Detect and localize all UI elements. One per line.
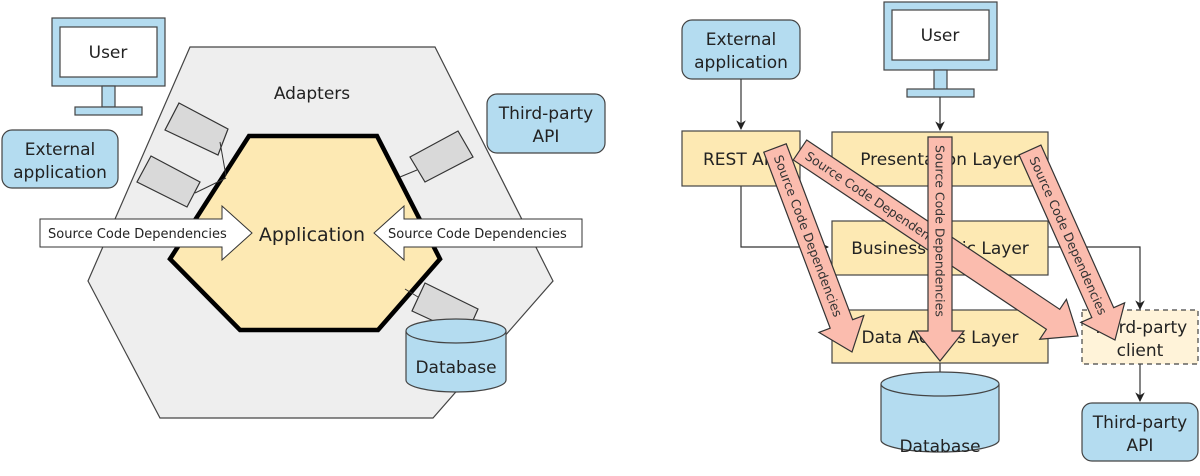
rest-label: REST API <box>703 150 779 170</box>
dependency-left-label: Source Code Dependencies <box>48 227 227 242</box>
adapters-label: Adapters <box>274 84 350 104</box>
third-party-line1: Third-party <box>498 104 593 124</box>
database-label: Database <box>415 358 496 378</box>
layered-database-label: Database <box>899 437 980 457</box>
dependency-right-label: Source Code Dependencies <box>388 227 567 242</box>
adapter-top-left <box>164 102 229 177</box>
layered-external-line2: application <box>694 53 788 73</box>
user-monitor: User <box>51 17 166 116</box>
layered-user-monitor: User <box>883 1 998 98</box>
dependency-arrow-shape <box>914 136 966 362</box>
adapter-right-top <box>399 130 474 183</box>
external-application: External application <box>1 129 119 189</box>
dependency-arrow-right: Source Code Dependencies <box>373 204 583 262</box>
dependency-arrow: Source Code Dependencies <box>914 136 966 362</box>
layered-api-line1: Third-party <box>1092 413 1187 433</box>
third-party-api: Third-party API <box>486 93 606 154</box>
client-line2: client <box>1117 341 1164 361</box>
layered-external-line1: External <box>706 30 777 50</box>
layered-architecture: External application User REST API Prese… <box>681 1 1199 462</box>
dependency-arrow-shape <box>1018 144 1126 341</box>
layered-user-label: User <box>921 26 960 46</box>
layered-third-party-api: Third-party API <box>1081 402 1199 462</box>
adapter-mid-left <box>136 155 227 208</box>
dependency-arrow-shape <box>762 142 865 353</box>
external-app-line1: External <box>25 140 96 160</box>
third-party-client-box: Third-party client <box>1081 309 1199 365</box>
layered-api-line2: API <box>1127 436 1154 456</box>
database: Database <box>405 318 507 393</box>
external-app-line2: application <box>13 163 107 183</box>
layered-external-application: External application <box>681 19 801 80</box>
layered-database: Database <box>880 371 1000 457</box>
third-party-line2: API <box>533 127 560 147</box>
dependency-arrow-left: Source Code Dependencies <box>39 204 253 262</box>
dependency-arrow-label: Source Code Dependencies <box>933 145 948 317</box>
application-hexagon <box>167 133 443 333</box>
user-label: User <box>89 43 128 63</box>
hexagonal-architecture: Adapters Application Source Code Depende… <box>1 17 606 419</box>
application-label: Application <box>259 224 365 246</box>
